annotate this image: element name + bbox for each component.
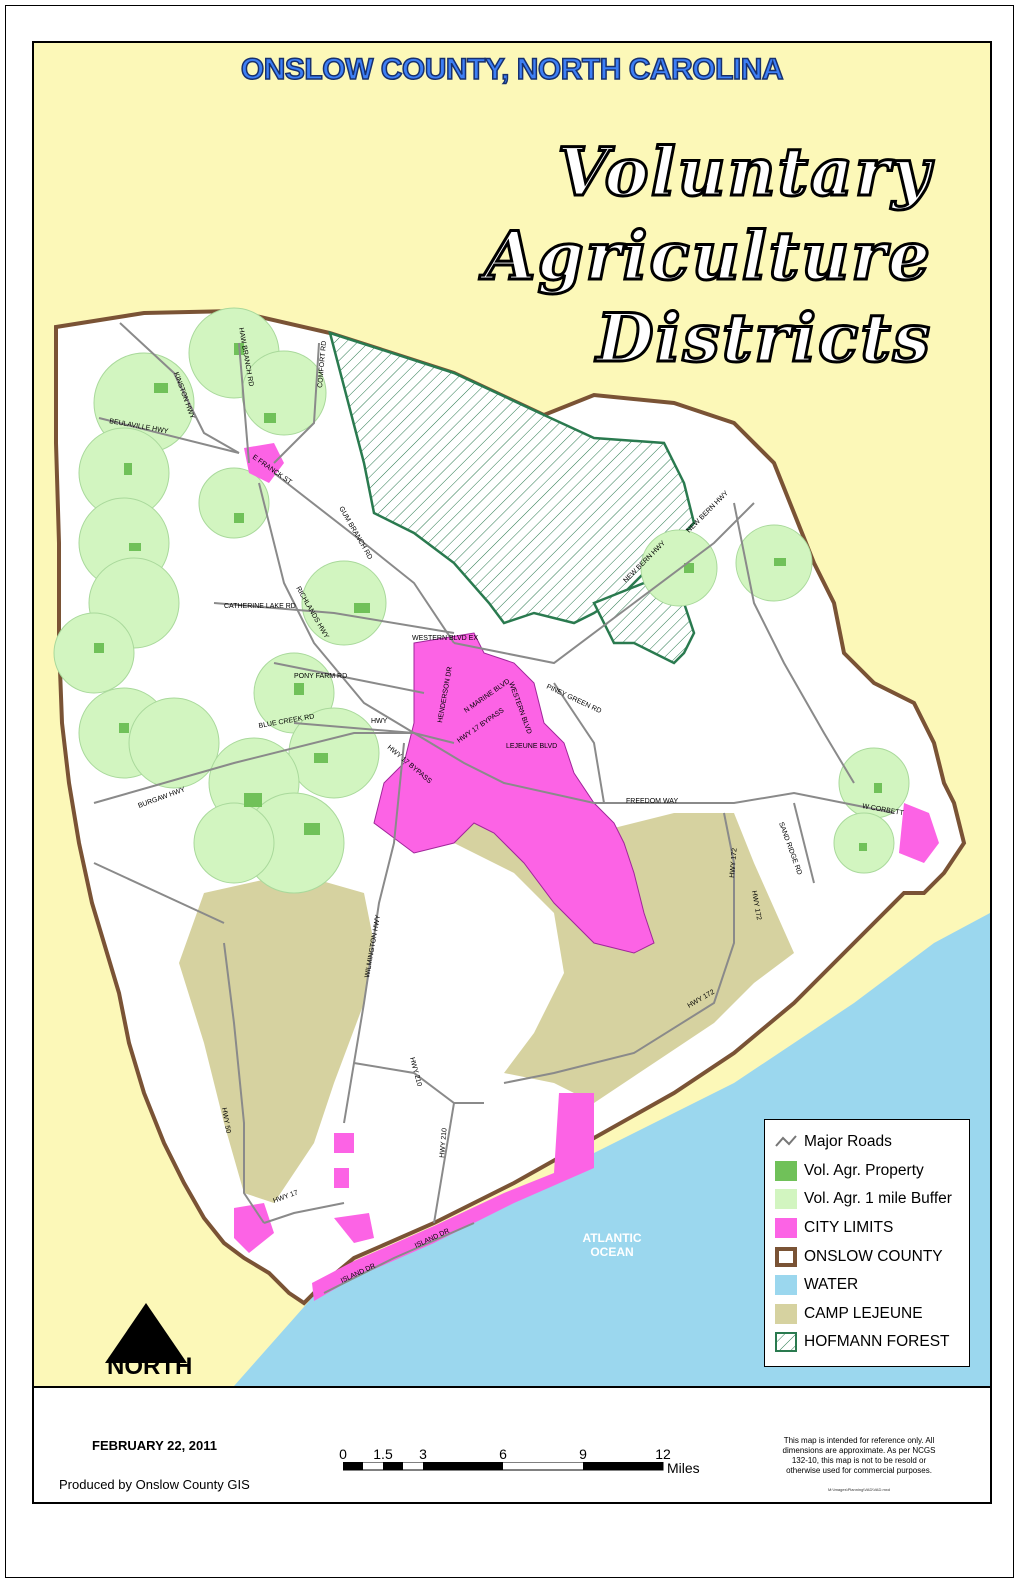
hatch-swatch (775, 1332, 797, 1353)
scale-tick-label: 0 (339, 1446, 347, 1462)
ocean-label-line-2: OCEAN (590, 1245, 634, 1259)
road-label-pony-farm: PONY FARM RD (294, 673, 347, 680)
title-line-3: Districts (595, 299, 932, 377)
title-line-1: Voluntary (556, 133, 932, 211)
camp-lejeune (179, 873, 374, 1203)
legend-item-hofmann-forest: HOFMANN FOREST (775, 1328, 969, 1357)
north-label: NORTH (107, 1353, 193, 1380)
camp-lejeune-east (374, 803, 794, 1103)
title-line-2: Agriculture (483, 217, 932, 295)
legend-label: WATER (804, 1276, 859, 1294)
scale-tick-label: 3 (419, 1446, 427, 1462)
scale-units: Miles (667, 1460, 700, 1476)
scale-tick-label: 1.5 (373, 1446, 393, 1462)
file-path: M:\Images\Planning\VAD\VAD.mxd (827, 1487, 891, 1492)
city-fragment-2 (334, 1168, 349, 1188)
road-label-hwy50: HWY 50 (220, 1107, 231, 1134)
road-line-icon (775, 1135, 797, 1147)
county-title: ONSLOW COUNTY, NORTH CAROLINA (240, 52, 784, 87)
county-swatch (775, 1246, 797, 1267)
legend-label: CAMP LEJEUNE (804, 1304, 923, 1322)
legend-item-onslow-county: ONSLOW COUNTY (775, 1242, 969, 1271)
disclaimer: This map is intended for reference only.… (782, 1436, 936, 1475)
footer-panel: FEBRUARY 22, 2011 Produced by Onslow Cou… (32, 1388, 992, 1504)
road-label-western-blvd-ex: WESTERN BLVD EX (412, 635, 478, 642)
hofmann-forest (328, 331, 696, 625)
scale-tick-label: 9 (579, 1446, 587, 1462)
city-fragment-3 (334, 1213, 374, 1243)
city-north-topsail (312, 1093, 594, 1301)
legend-label: CITY LIMITS (804, 1219, 894, 1237)
legend-label: Major Roads (804, 1133, 892, 1151)
road-label-catherine: CATHERINE LAKE RD (224, 603, 296, 610)
city-fragment-1 (334, 1133, 354, 1153)
legend-label: Vol. Agr. Property (804, 1161, 924, 1179)
buffer-swatch (775, 1189, 797, 1210)
map-legend: Major Roads Vol. Agr. Property Vol. Agr.… (764, 1119, 970, 1367)
water-swatch (775, 1275, 797, 1296)
legend-item-major-roads: Major Roads (775, 1128, 969, 1157)
producer-credit: Produced by Onslow County GIS (59, 1477, 250, 1492)
road-label-comfort: COMFORT RD (317, 341, 328, 389)
north-arrow-icon (105, 1303, 187, 1363)
road-label-lejeune: LEJEUNE BLVD (506, 743, 557, 750)
road-label-hwy: HWY (371, 718, 388, 725)
scale-tick-label: 6 (499, 1446, 507, 1462)
camp-swatch (775, 1303, 797, 1324)
legend-item-city-limits: CITY LIMITS (775, 1214, 969, 1243)
ocean-label-line-1: ATLANTIC (582, 1231, 642, 1245)
page-border (5, 5, 1014, 1578)
city-swatch (775, 1218, 797, 1239)
road-label-freedom: FREEDOM WAY (626, 798, 678, 805)
map-date: FEBRUARY 22, 2011 (92, 1438, 218, 1453)
legend-label: HOFMANN FOREST (804, 1333, 950, 1351)
scale-tick-label: 12 (655, 1446, 671, 1462)
legend-label: ONSLOW COUNTY (804, 1247, 943, 1265)
scale-bar-graphic (343, 1462, 664, 1471)
vol-agr-buffers (53, 307, 910, 894)
legend-item-buffer: Vol. Agr. 1 mile Buffer (775, 1185, 969, 1214)
city-swansboro (899, 803, 939, 863)
ocean-label: ATLANTIC OCEAN (572, 1231, 652, 1259)
legend-item-property: Vol. Agr. Property (775, 1157, 969, 1186)
property-swatch (775, 1160, 797, 1181)
road-label-hwy172-a: HWY 172 (729, 848, 739, 878)
map-frame: KINSTON HWY HAW BRANCH RD COMFORT RD BEU… (32, 41, 992, 1388)
scale-bar: 0 1.5 3 6 9 12 Miles (334, 1446, 734, 1486)
legend-item-camp-lejeune: CAMP LEJEUNE (775, 1300, 969, 1329)
city-holly-ridge (234, 1203, 274, 1253)
legend-label: Vol. Agr. 1 mile Buffer (804, 1190, 952, 1208)
city-jacksonville (373, 632, 655, 954)
legend-item-water: WATER (775, 1271, 969, 1300)
road-label-hwy210-b: HWY 210 (439, 1128, 449, 1158)
major-roads (93, 322, 895, 1294)
